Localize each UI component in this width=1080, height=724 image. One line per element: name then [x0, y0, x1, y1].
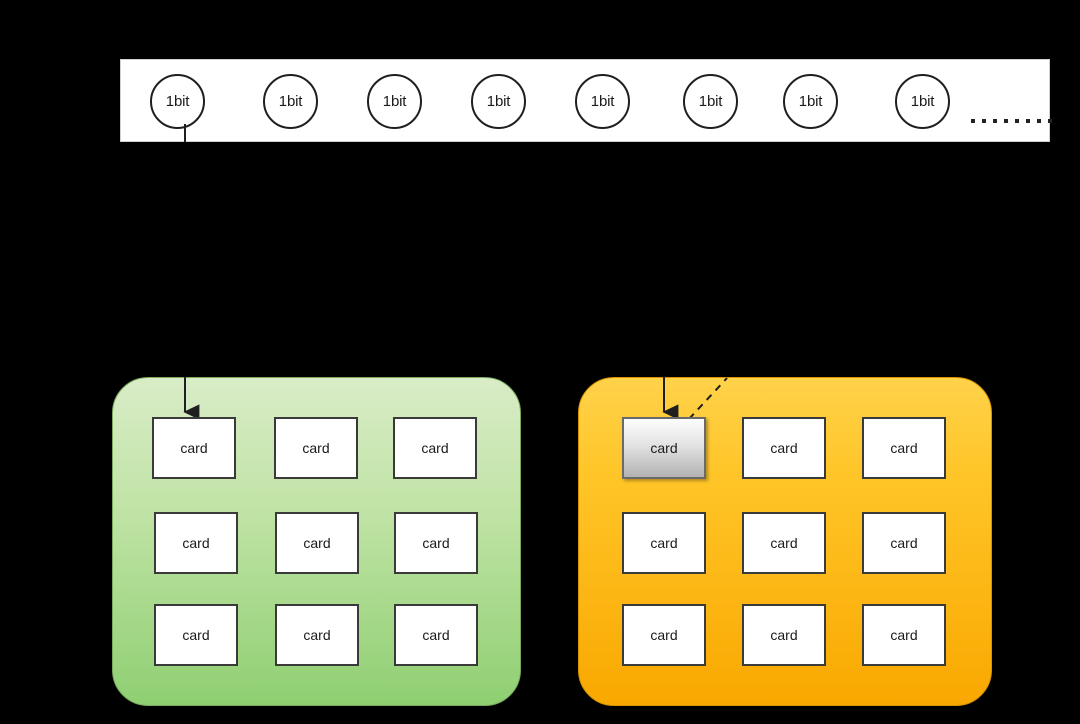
card-label: card [890, 440, 918, 456]
card-label: card [770, 535, 798, 551]
bit-circle-1[interactable]: 1bit [263, 74, 318, 129]
orange-card-5[interactable]: card [862, 512, 946, 574]
green-card-7[interactable]: card [275, 604, 359, 666]
card-group-orange[interactable]: card card card card card card card card … [578, 377, 992, 706]
green-card-6[interactable]: card [154, 604, 238, 666]
green-card-0[interactable]: card [152, 417, 236, 479]
card-label: card [422, 627, 450, 643]
bit-label: 1bit [698, 93, 723, 110]
orange-card-6[interactable]: card [622, 604, 706, 666]
card-label: card [182, 535, 210, 551]
green-card-3[interactable]: card [154, 512, 238, 574]
card-label: card [422, 535, 450, 551]
bit-circle-4[interactable]: 1bit [575, 74, 630, 129]
bit-circle-0[interactable]: 1bit [150, 74, 205, 129]
card-label: card [303, 627, 331, 643]
bit-label: 1bit [798, 93, 823, 110]
green-card-1[interactable]: card [274, 417, 358, 479]
orange-card-0[interactable]: card [622, 417, 706, 479]
green-card-5[interactable]: card [394, 512, 478, 574]
bit-label: 1bit [910, 93, 935, 110]
card-label: card [303, 535, 331, 551]
bit-stream-strip: 1bit 1bit 1bit 1bit 1bit 1bit 1bit 1bit [120, 59, 1052, 142]
card-label: card [650, 535, 678, 551]
green-card-8[interactable]: card [394, 604, 478, 666]
card-label: card [770, 627, 798, 643]
bit-label: 1bit [382, 93, 407, 110]
orange-card-2[interactable]: card [862, 417, 946, 479]
horizontal-ellipsis-icon [971, 119, 1052, 123]
orange-card-3[interactable]: card [622, 512, 706, 574]
bit-circle-2[interactable]: 1bit [367, 74, 422, 129]
card-group-green[interactable]: card card card card card card card card … [112, 377, 521, 706]
orange-card-8[interactable]: card [862, 604, 946, 666]
card-label: card [650, 440, 678, 456]
selected-card-callout-line [688, 377, 728, 420]
card-label: card [421, 440, 449, 456]
green-card-2[interactable]: card [393, 417, 477, 479]
bit-label: 1bit [486, 93, 511, 110]
card-label: card [890, 535, 918, 551]
card-label: card [890, 627, 918, 643]
card-label: card [182, 627, 210, 643]
bit-circle-6[interactable]: 1bit [783, 74, 838, 129]
bit-circle-5[interactable]: 1bit [683, 74, 738, 129]
bit-label: 1bit [165, 93, 190, 110]
card-label: card [650, 627, 678, 643]
bit-circle-3[interactable]: 1bit [471, 74, 526, 129]
card-label: card [302, 440, 330, 456]
orange-card-4[interactable]: card [742, 512, 826, 574]
bit-label: 1bit [590, 93, 615, 110]
green-card-4[interactable]: card [275, 512, 359, 574]
orange-card-1[interactable]: card [742, 417, 826, 479]
card-label: card [770, 440, 798, 456]
bit-label: 1bit [278, 93, 303, 110]
bit-circle-7[interactable]: 1bit [895, 74, 950, 129]
orange-card-7[interactable]: card [742, 604, 826, 666]
card-label: card [180, 440, 208, 456]
bit-connector-stub [184, 124, 186, 142]
